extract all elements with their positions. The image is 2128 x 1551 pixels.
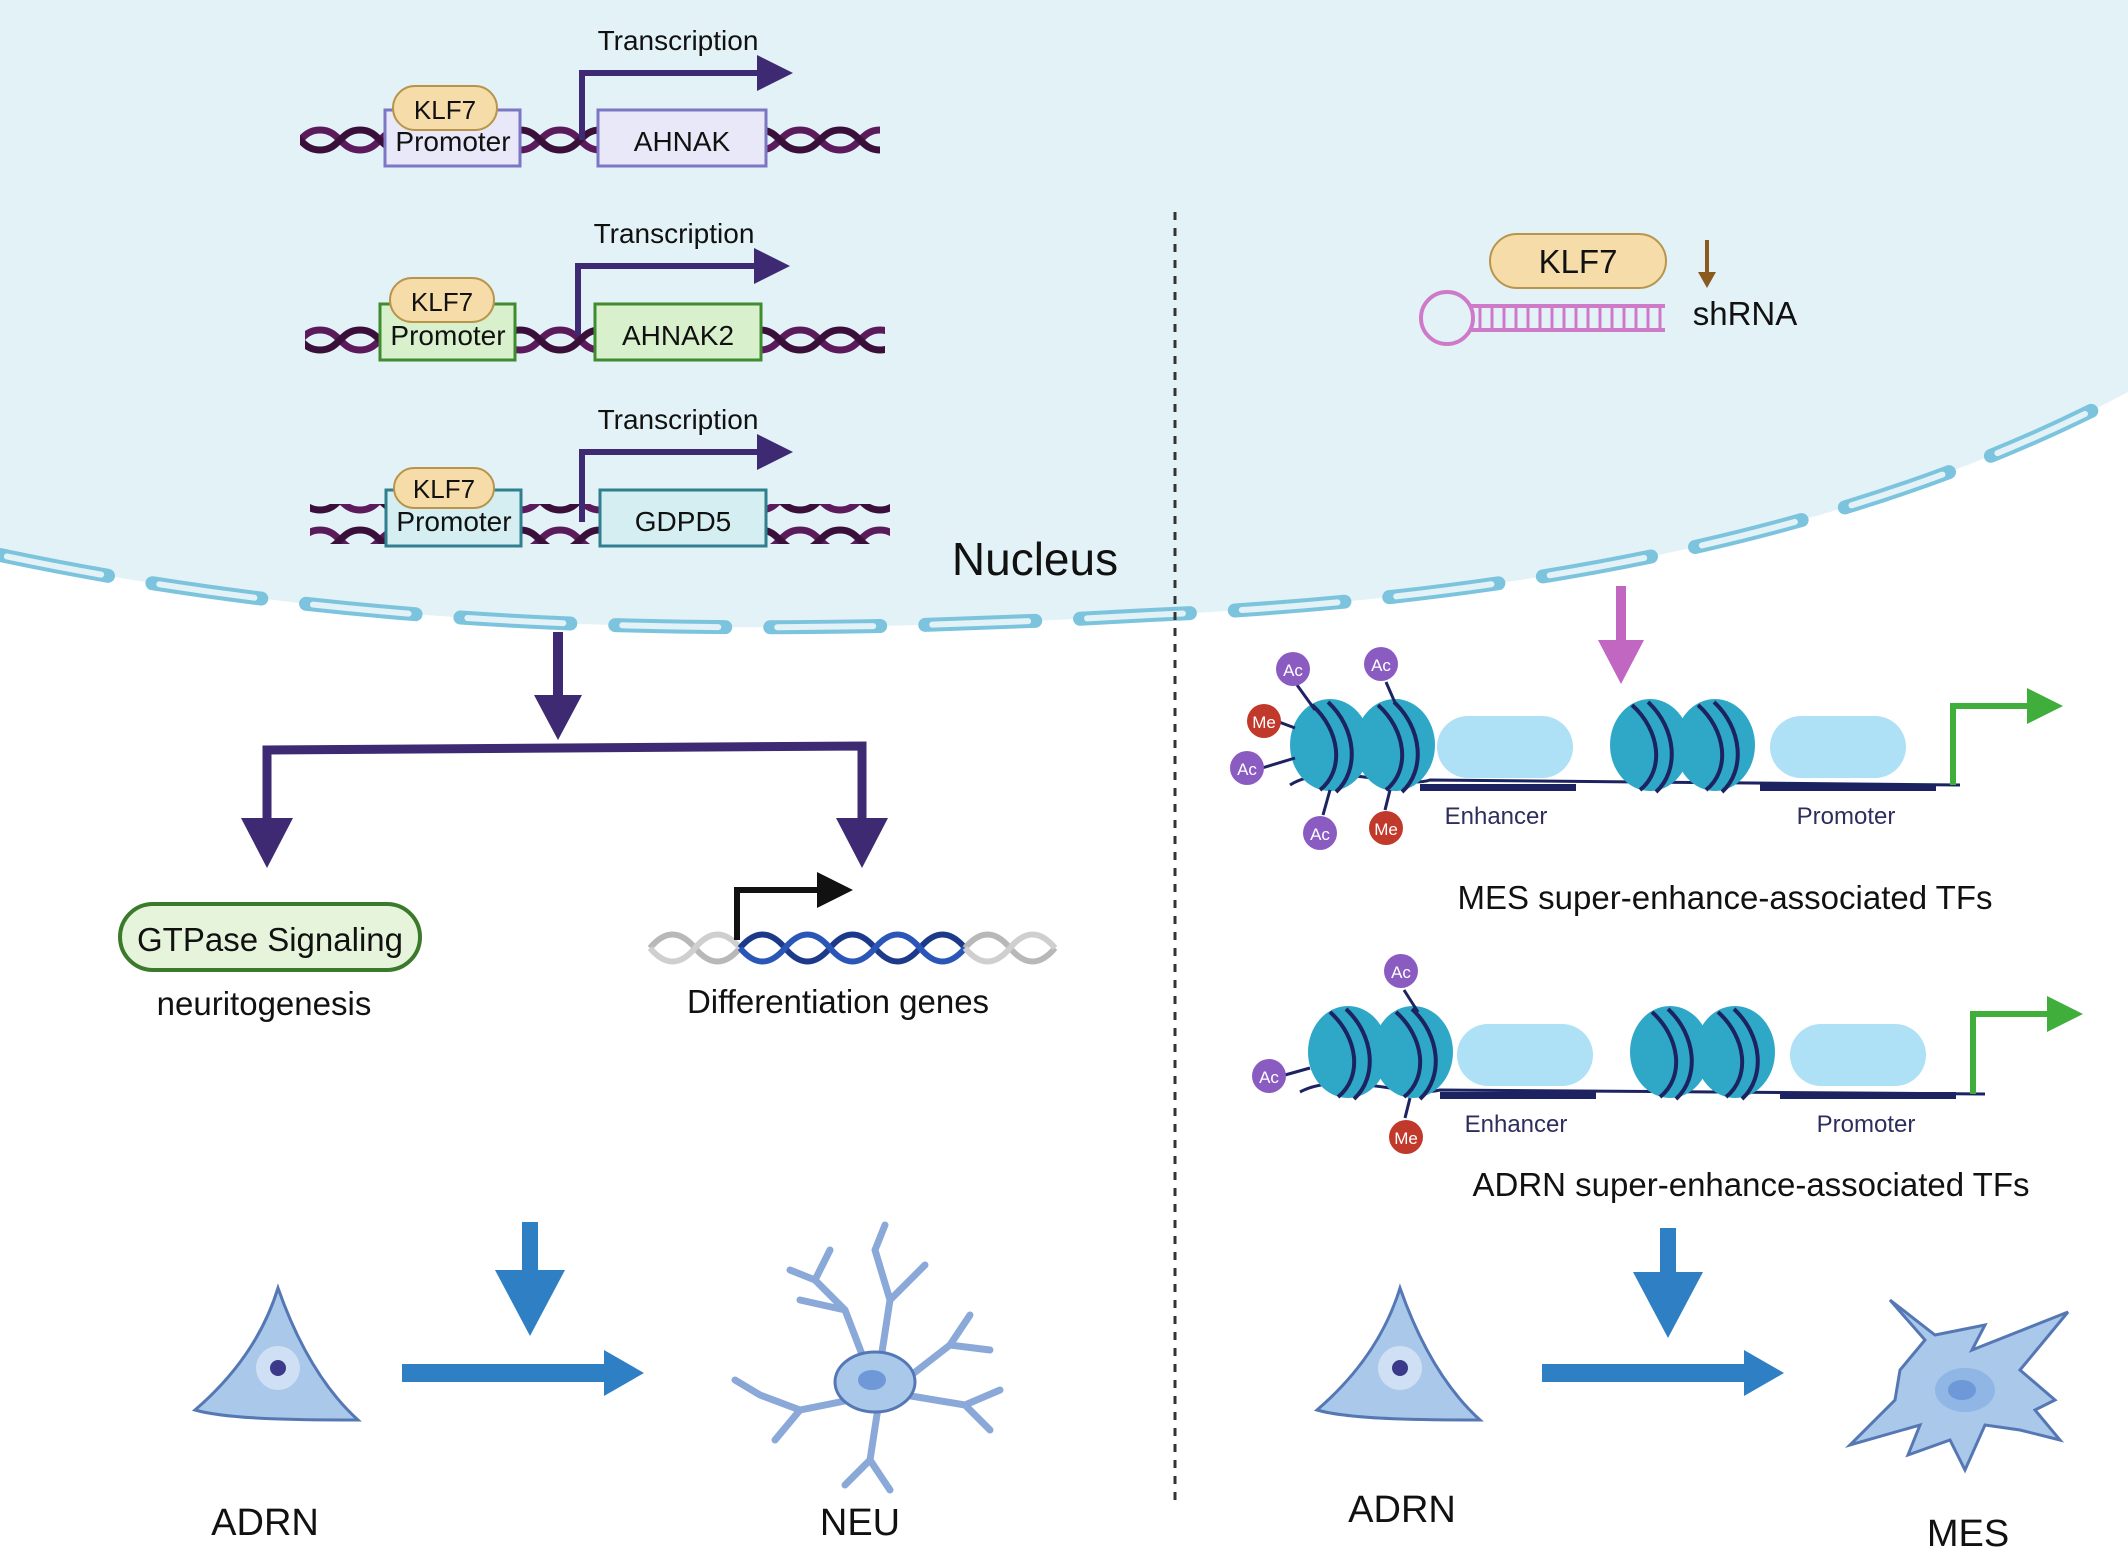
promoter-label: Promoter <box>396 506 511 537</box>
me-mark <box>1247 704 1281 738</box>
adrn-caption: ADRN super-enhance-associated TFs <box>1473 1166 2030 1203</box>
gene-row-2: Promoter AHNAK2 KLF7 Transcription <box>305 218 885 362</box>
ac-mark <box>1252 1059 1286 1093</box>
shrna-label: shRNA <box>1693 295 1798 332</box>
adrn-label-right: ADRN <box>1348 1489 1456 1531</box>
neuritogenesis-label: neuritogenesis <box>157 985 372 1022</box>
mes-label: MES <box>1927 1513 2009 1551</box>
klf7-label: KLF7 <box>411 287 473 317</box>
svg-text:Ac: Ac <box>1371 656 1391 675</box>
svg-text:Ac: Ac <box>1237 760 1257 779</box>
green-transcription-arrow <box>1950 688 2063 785</box>
nucleosome-pair <box>1630 1006 1775 1101</box>
svg-text:Ac: Ac <box>1310 825 1330 844</box>
target-gene-label: GDPD5 <box>635 506 731 537</box>
differentiation-label: Differentiation genes <box>687 983 989 1020</box>
mes-cell <box>1844 1298 2070 1474</box>
blue-right-arrow-right <box>1542 1350 1784 1396</box>
gtpase-label: GTPase Signaling <box>137 921 403 958</box>
ac-mark <box>1230 751 1264 785</box>
nucleosome-pair <box>1308 1006 1453 1101</box>
transcription-label: Transcription <box>598 404 759 435</box>
target-gene-label: AHNAK2 <box>622 320 734 351</box>
nucleus-label: Nucleus <box>952 533 1118 585</box>
gene-row-3: Promoter GDPD5 KLF7 Transcription <box>310 404 890 548</box>
svg-text:Ac: Ac <box>1283 661 1303 680</box>
klf7-protein <box>392 85 498 131</box>
blue-down-arrow-right <box>1633 1228 1703 1338</box>
knockdown-klf7-label: KLF7 <box>1539 243 1618 280</box>
green-transcription-arrow <box>1970 996 2083 1094</box>
klf7-protein <box>393 467 495 509</box>
neu-nucleus <box>858 1370 886 1390</box>
svg-text:Ac: Ac <box>1391 963 1411 982</box>
mes-caption: MES super-enhance-associated TFs <box>1458 879 1993 916</box>
promoter-label: Promoter <box>1797 803 1896 830</box>
klf7-knockdown: KLF7 shRNA <box>1419 233 1798 346</box>
ac-mark <box>1364 647 1398 681</box>
branch-arrows <box>241 632 888 868</box>
differentiation-dna <box>647 872 1058 965</box>
svg-text:Me: Me <box>1374 820 1398 839</box>
transcription-arrow <box>575 248 790 335</box>
promoter-blob <box>1790 1024 1926 1086</box>
klf7-label: KLF7 <box>414 95 476 125</box>
adrn-cell-right <box>1313 1283 1484 1422</box>
ac-mark <box>1276 652 1310 686</box>
target-gene-box <box>596 108 768 168</box>
blue-right-arrow-left <box>402 1350 644 1396</box>
promoter-label: Promoter <box>1817 1111 1916 1138</box>
svg-text:Me: Me <box>1394 1129 1418 1148</box>
klf7-label: KLF7 <box>413 474 475 504</box>
adrn-cell-left <box>191 1283 362 1422</box>
neu-cell <box>731 1221 1004 1494</box>
me-mark <box>1389 1120 1423 1154</box>
transcription-arrow <box>579 55 793 140</box>
neu-label: NEU <box>820 1502 900 1544</box>
promoter-blob <box>1770 716 1906 778</box>
nucleosome-pair <box>1610 699 1755 794</box>
transcription-label: Transcription <box>594 218 755 249</box>
enhancer-label: Enhancer <box>1465 1111 1568 1138</box>
gtpase-signaling-pill <box>118 902 422 972</box>
blue-down-arrow-left <box>495 1222 565 1336</box>
transcription-label: Transcription <box>598 25 759 56</box>
target-gene-box <box>593 302 763 362</box>
pink-down-arrow <box>1598 586 1644 684</box>
shrna-loop <box>1419 290 1475 346</box>
mes-chromatin-row: Ac Ac Me Ac Ac Me Enhancer Promoter <box>1230 647 2063 850</box>
gene-row-1: Promoter AHNAK KLF7 Transcription <box>300 25 880 168</box>
target-gene-label: AHNAK <box>634 126 731 157</box>
transcription-arrow <box>579 434 793 522</box>
adrn-chromatin-row: Ac Ac Me Enhancer Promoter <box>1252 954 2083 1154</box>
promoter-label: Promoter <box>395 126 510 157</box>
nucleosome-pair <box>1290 699 1435 794</box>
svg-text:Ac: Ac <box>1259 1068 1279 1087</box>
promoter-label: Promoter <box>390 320 505 351</box>
target-gene-box <box>598 488 768 548</box>
ac-mark <box>1384 954 1418 988</box>
enhancer-label: Enhancer <box>1445 803 1548 830</box>
enhancer-blob <box>1457 1024 1593 1086</box>
me-mark <box>1369 811 1403 845</box>
klf7-protein <box>389 277 495 323</box>
ac-mark <box>1303 816 1337 850</box>
adrn-label-left: ADRN <box>211 1502 319 1544</box>
svg-text:Me: Me <box>1252 713 1276 732</box>
enhancer-blob <box>1437 716 1573 778</box>
